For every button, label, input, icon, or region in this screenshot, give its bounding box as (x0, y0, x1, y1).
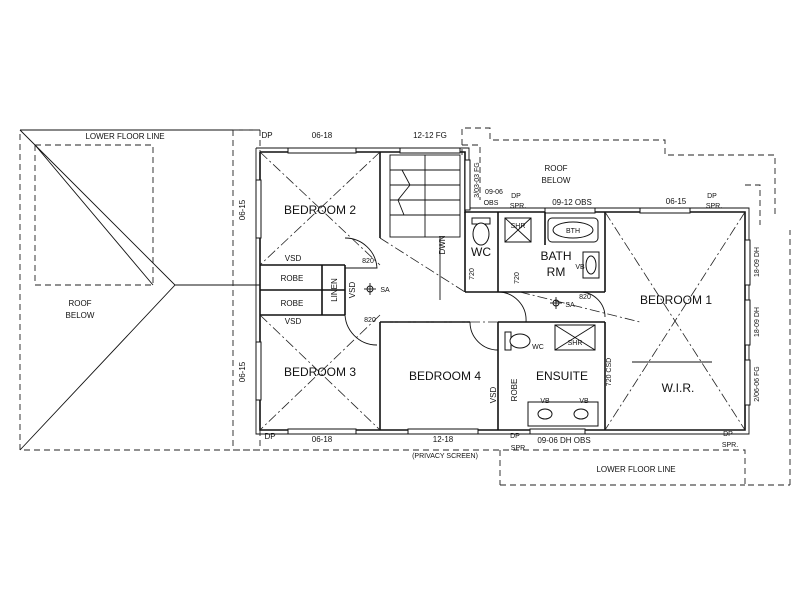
wc-label: WC (471, 245, 491, 259)
dim-dp-top-left: DP (261, 131, 272, 140)
fixtures (471, 217, 712, 427)
bedroom2-label: BEDROOM 2 (284, 203, 356, 217)
roof-below-top (461, 127, 776, 225)
shr-wc-label: SHR (511, 223, 526, 230)
dim-top-1212fg: 12-12 FG (413, 131, 447, 140)
vb-bath-label: VB (575, 264, 585, 271)
dim-720-a: 720 (469, 268, 476, 280)
smoke-alarms (364, 283, 562, 309)
lower-floor-line-bottom: LOWER FLOOR LINE (596, 465, 675, 474)
dim-0906obs-a: 09-06 (485, 189, 503, 196)
vb-ens-left-label: VB (540, 398, 550, 405)
privacy-screen-label: (PRIVACY SCREEN) (412, 453, 478, 460)
dim-dp-right: DP (707, 193, 717, 200)
bedroom4-label: BEDROOM 4 (409, 369, 481, 383)
roof-below-left (19, 129, 261, 451)
shr-ensuite-label: SHR (568, 340, 583, 347)
dim-2066fg: 2/06-06 FG (754, 366, 761, 401)
vsd-bed4-label: VSD (489, 387, 498, 404)
dim-side-0615-top: 06-15 (238, 199, 247, 220)
bedroom1-label: BEDROOM 1 (640, 293, 712, 307)
dim-720-b: 720 (514, 272, 521, 284)
sa-left-label: SA (380, 287, 390, 294)
linen-label: LINEN (330, 278, 339, 302)
dim-spr-right: SPR. (706, 203, 722, 210)
roof-labels: LOWER FLOOR LINE LOWER FLOOR LINE ROOF B… (66, 132, 676, 474)
dim-bot-1218: 12-18 (433, 435, 454, 444)
doors (344, 237, 606, 351)
dim-bot-dp: DP (510, 433, 520, 440)
wir-label: W.I.R. (662, 381, 695, 395)
dim-0615-right: 06-15 (666, 197, 687, 206)
room-labels: BEDROOM 2 BEDROOM 3 BEDROOM 4 BEDROOM 1 … (284, 203, 712, 395)
lower-floor-line (232, 129, 791, 486)
ensuite-label: ENSUITE (536, 369, 588, 383)
dim-1809dh-a: 18-09 DH (754, 247, 761, 277)
dwn-label: DWN (438, 235, 447, 254)
dim-303fg: 3/03-03 FG (474, 162, 481, 197)
stair (389, 154, 461, 300)
roof-below-left-1: ROOF (68, 299, 91, 308)
dim-top-0618: 06-18 (312, 131, 333, 140)
dim-0906obs-b: OBS (484, 200, 499, 207)
bedroom3-label: BEDROOM 3 (284, 365, 356, 379)
dim-0912obs: 09-12 OBS (552, 198, 592, 207)
dim-820-c: 820 (579, 294, 591, 301)
dim-1809dh-b: 18-09 DH (754, 307, 761, 337)
robe-top-label: ROBE (281, 274, 304, 283)
dim-820-b: 820 (364, 317, 376, 324)
dim-820-a: 820 (362, 258, 374, 265)
dim-bot-right-spr: SPR. (722, 442, 738, 449)
dim-dp-bot-left: DP (264, 432, 275, 441)
roof-below-top-1: ROOF (544, 164, 567, 173)
roof-below-left-2: BELOW (66, 311, 95, 320)
wc-small-label: WC (532, 344, 544, 351)
roof-below-top-2: BELOW (542, 176, 571, 185)
dim-dp-mid: DP (511, 193, 521, 200)
bth-label: BTH (566, 228, 580, 235)
vb-ens-right-label: VB (579, 398, 589, 405)
bath-rm-label: RM (547, 265, 566, 279)
robe-bed4-label: ROBE (510, 379, 519, 402)
lower-floor-line-top: LOWER FLOOR LINE (85, 132, 164, 141)
vsd-bottom-label: VSD (285, 317, 302, 326)
dim-bot-0618: 06-18 (312, 435, 333, 444)
ceiling-lines (259, 151, 746, 431)
interior-walls (260, 152, 606, 430)
vsd-top-label: VSD (285, 254, 302, 263)
dim-bot-right-dp: DP (723, 431, 733, 438)
dim-bot-spr: SPR (511, 445, 525, 452)
sa-right-label: SA (565, 302, 575, 309)
dim-spr-mid: SPR. (510, 203, 526, 210)
fixture-labels: ROBE ROBE VSD VSD LINEN VSD DWN ROBE VSD… (281, 223, 589, 405)
vsd-linen-label: VSD (348, 282, 357, 299)
dim-side-0615-bottom: 06-15 (238, 361, 247, 382)
robe-bottom-label: ROBE (281, 299, 304, 308)
bath-label: BATH (540, 249, 571, 263)
dim-0906dhobs: 09-06 DH OBS (537, 436, 590, 445)
dimension-labels: 06-18 12-12 FG DP 06-15 06-15 06-18 12-1… (238, 131, 761, 460)
dim-720csd: 720 CSD (606, 358, 613, 386)
windows (255, 147, 751, 435)
